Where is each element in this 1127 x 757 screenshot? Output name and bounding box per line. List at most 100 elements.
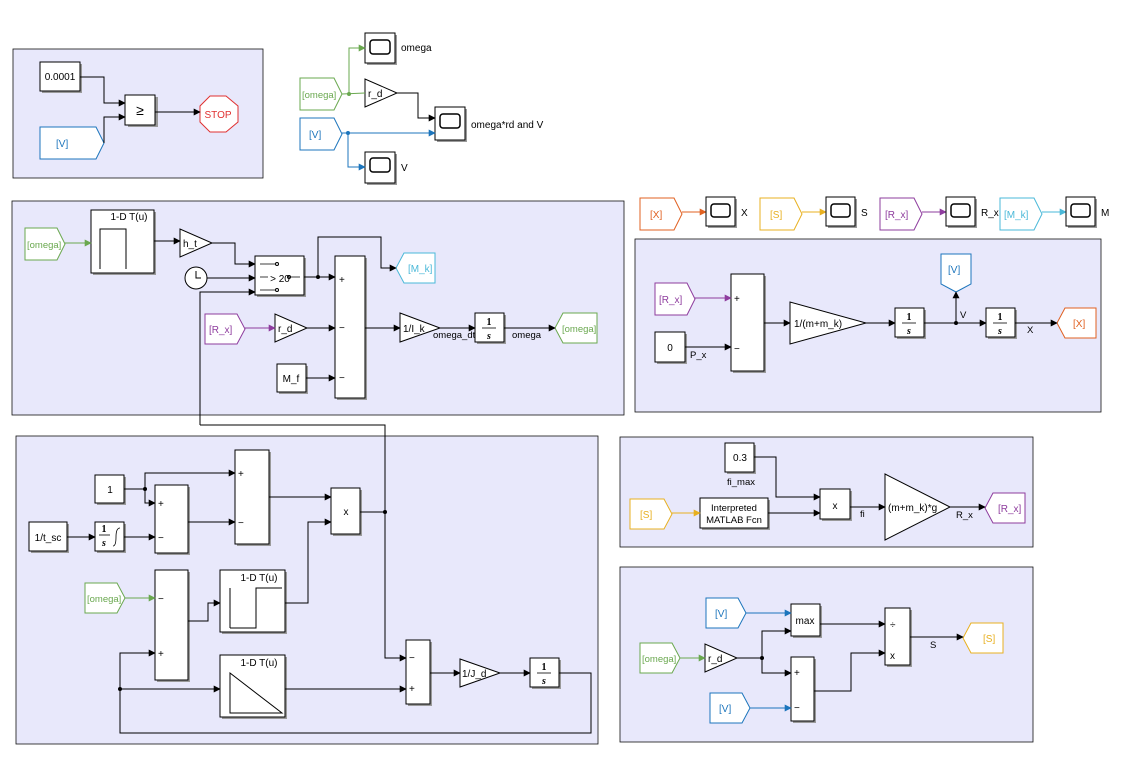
tag-from-x-scope[interactable]: [X] (639, 197, 683, 231)
sum-vehicle[interactable]: + − (730, 273, 766, 373)
integrator-x-num: 1 (998, 312, 1003, 323)
sum-slip-m: − (794, 703, 800, 714)
tag-s-text: [S] (983, 634, 995, 645)
tag-from-v-slip-bottom[interactable]: [V] (709, 692, 751, 724)
tag-goto-x[interactable]: [X] (1056, 307, 1097, 339)
divide-block[interactable]: ÷ x (884, 607, 912, 667)
switch-block[interactable]: > 20 (254, 255, 306, 297)
signal-px: P_x (690, 350, 707, 361)
tag-v-text: [V] (948, 265, 960, 276)
const-px[interactable]: 0 (654, 331, 687, 364)
tag-v-text: [V] (309, 130, 321, 141)
sum-e3-p: + (158, 649, 164, 660)
integrator-wheel[interactable]: 1 s (474, 312, 506, 344)
area-vehicle[interactable] (634, 238, 1102, 413)
integrator-wheel-num: 1 (487, 317, 492, 328)
tag-s-text: [S] (640, 510, 652, 521)
tag-from-omega-slip[interactable]: [omega] (639, 642, 681, 674)
scope-omega-rd-v[interactable]: omega*rd and V (434, 106, 544, 142)
tag-from-s-scope[interactable]: [S] (759, 197, 803, 231)
integrator-v-den: s (906, 326, 911, 337)
tag-from-omega-wheel[interactable]: [omega] (24, 227, 66, 261)
sum-engine-3[interactable]: − + (154, 569, 190, 682)
const-fimax[interactable]: 0.3 (724, 442, 756, 474)
lookup-engine-1[interactable]: 1-D T(u) (219, 569, 287, 634)
scope-x-label: X (741, 208, 748, 219)
tag-from-mk-scope[interactable]: [M_k] (999, 197, 1043, 231)
integrator-engine[interactable]: 1 s (529, 657, 561, 689)
tag-v-text: [V] (56, 139, 68, 150)
tag-omega-text: [omega] (302, 90, 336, 101)
sum-engine-1[interactable]: + − (154, 484, 190, 555)
gain-mg-label: (m+m_k)*g (888, 503, 937, 514)
const-tsc[interactable]: 1/t_sc (28, 521, 69, 553)
fcn-line2: MATLAB Fcn (706, 515, 762, 526)
lookup-engine-2[interactable]: 1-D T(u) (219, 654, 287, 719)
tag-omega-text: [omega] (562, 324, 596, 335)
tag-from-omega-scopes[interactable]: [omega] (299, 77, 343, 111)
stop-block[interactable]: STOP (199, 95, 239, 133)
tag-from-v-slip-top[interactable]: [V] (705, 597, 747, 629)
sum-slip[interactable]: + − (790, 656, 816, 723)
signal-fimax: fi_max (727, 477, 755, 488)
fcn-line1: Interpreted (711, 503, 757, 514)
sum-wheel-m1: − (339, 323, 345, 334)
tag-from-s-friction[interactable]: [S] (629, 498, 673, 530)
sum-e2-m: − (238, 518, 244, 529)
tag-s-text: [S] (770, 210, 782, 221)
int-e-den: s (541, 676, 546, 687)
integrator-v[interactable]: 1 s (894, 307, 926, 339)
area-slip[interactable] (619, 566, 1034, 743)
sum-engine-2[interactable]: + − (234, 449, 271, 546)
integrator-limited[interactable]: 1 s (94, 521, 126, 553)
mult-friction[interactable]: x (819, 488, 852, 521)
scope-omega-rd-v-label: omega*rd and V (471, 120, 544, 131)
tag-goto-rx[interactable]: [R_x] (984, 492, 1026, 524)
tag-goto-s[interactable]: [S] (962, 622, 1004, 654)
gain-rd-scopes[interactable]: r_d (364, 78, 399, 108)
tag-omega-text: [omega] (27, 240, 61, 251)
signal-omega: omega (512, 330, 542, 341)
sum-wheel[interactable]: + − − (334, 255, 367, 400)
scope-omega[interactable]: omega (364, 32, 432, 65)
lookup-wheel[interactable]: 1-D T(u) (90, 209, 156, 275)
tag-from-rx-wheel[interactable]: [R_x] (204, 313, 246, 345)
tag-from-rx-vehicle[interactable]: [R_x] (654, 282, 696, 316)
const-threshold-label: 0.0001 (45, 72, 76, 83)
scope-s[interactable]: S (825, 196, 868, 228)
tag-from-v-stop[interactable]: [V] (39, 126, 105, 160)
sum-wheel-p1: + (339, 275, 345, 286)
signal-rx: R_x (956, 510, 973, 521)
scope-x[interactable]: X (705, 196, 748, 228)
compare-block[interactable]: ≥ (124, 94, 158, 127)
tag-from-v-scopes[interactable]: [V] (299, 117, 343, 151)
scope-v[interactable]: V (364, 151, 408, 185)
tag-goto-mk[interactable]: [M_k] (395, 252, 436, 284)
tag-goto-omega[interactable]: [omega] (554, 312, 598, 344)
scope-mk[interactable]: M (1065, 196, 1109, 228)
integrator-x[interactable]: 1 s (985, 307, 1017, 339)
sum-e4-p: + (409, 684, 415, 695)
interpreted-fcn[interactable]: Interpreted MATLAB Fcn (699, 497, 770, 530)
sum-e4-m: − (409, 653, 415, 664)
const-threshold-block[interactable]: 0.0001 (39, 61, 82, 93)
lookup-e1-label: 1-D T(u) (240, 573, 277, 584)
integrator-v-num: 1 (907, 312, 912, 323)
clock-block[interactable] (184, 266, 208, 290)
sum-e1-m: − (158, 533, 164, 544)
max-block[interactable]: max (790, 603, 822, 638)
const-one[interactable]: 1 (94, 474, 126, 505)
sum-e3-m: − (158, 594, 164, 605)
tag-from-omega-engine[interactable]: [omega] (84, 582, 126, 614)
mult-engine[interactable]: x (330, 487, 362, 536)
scope-rx[interactable]: R_x (945, 196, 999, 228)
const-tsc-label: 1/t_sc (35, 533, 62, 544)
tag-from-rx-scope[interactable]: [R_x] (879, 197, 923, 231)
lookup-wheel-label: 1-D T(u) (110, 212, 147, 223)
mult-friction-label: x (833, 501, 838, 512)
const-mf[interactable]: M_f (276, 363, 308, 394)
tag-goto-v[interactable]: [V] (940, 253, 972, 293)
sum-engine-4[interactable]: − + (405, 639, 432, 706)
scope-v-label: V (401, 163, 408, 174)
int-lim-num: 1 (102, 524, 107, 535)
